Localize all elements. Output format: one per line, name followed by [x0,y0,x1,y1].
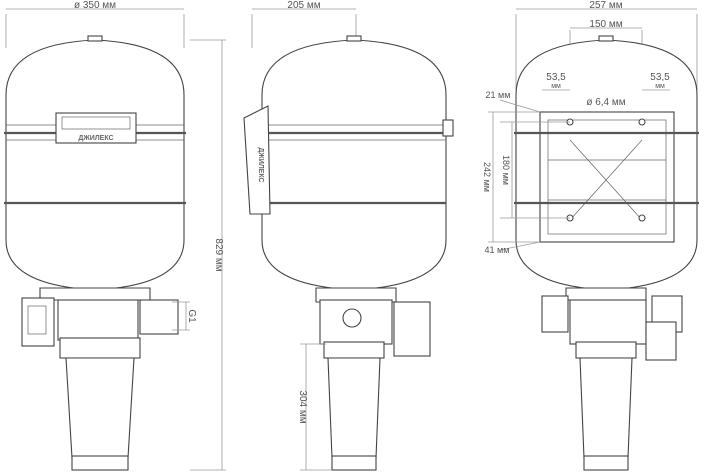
brand-label: ДЖИЛЕКС [78,135,113,142]
back-view: 257 мм 150 мм 53,5 мм 53,5 мм ø 6,4 мм 2… [482,0,699,471]
hole-diameter-label: ø 6,4 мм [586,97,625,108]
filter-cap [71,455,129,471]
label-plate [55,112,137,144]
back-pressure-switch [645,321,677,361]
top-offset-label: 21 мм [486,90,511,100]
side-view: 205 мм ДЖИЛЕКС 304 мм [243,0,454,471]
back-filter-cap [583,455,629,471]
side-port [342,308,362,328]
tank-body [5,39,185,291]
top-cap [87,35,103,42]
hole-tr [638,118,646,126]
side-filter-bowl [327,357,381,459]
mounting-bracket [243,105,271,215]
offset-left-label: 53,5 [546,72,566,83]
mounting-plate [539,111,675,243]
front-view: ø 350 мм ДЖИЛЕКС G1 829 мм [4,0,226,471]
back-base [565,287,647,301]
back-filter-bowl [579,357,633,459]
base-ring [39,287,151,301]
offset-left-unit: мм [551,83,561,90]
side-width-label: 205 мм [287,0,320,11]
offset-right-label: 53,5 [650,72,670,83]
manifold [57,299,139,341]
total-height-label: 829 мм [213,238,224,271]
side-tank-body [261,39,447,291]
connection-label: G1 [186,309,197,323]
tank-diameter-label: ø 350 мм [74,0,116,11]
offset-right-unit: мм [655,83,665,90]
hole-br [638,214,646,222]
filter-bowl [65,357,135,459]
side-tab [442,119,454,137]
side-pressure-switch [393,301,431,357]
back-width-label: 257 мм [589,0,622,11]
back-filter-head [575,341,637,359]
back-outlet-left [541,295,569,333]
mount-spacing-label: 150 мм [589,19,622,30]
side-filter-head [323,341,385,359]
bottom-offset-label: 41 мм [485,245,510,255]
side-brand-label: ДЖИЛЕКС [257,147,264,182]
filter-head [59,337,141,359]
filter-height-label: 304 мм [297,390,308,423]
back-top-cap [598,35,614,42]
back-manifold [569,299,647,345]
hole-spacing-label: 180 мм [501,155,511,185]
side-filter-cap [331,455,377,471]
pressure-switch [21,297,55,347]
side-top-cap [346,35,362,42]
plate-height-label: 242 мм [482,162,492,192]
outlet-fitting [139,299,179,335]
